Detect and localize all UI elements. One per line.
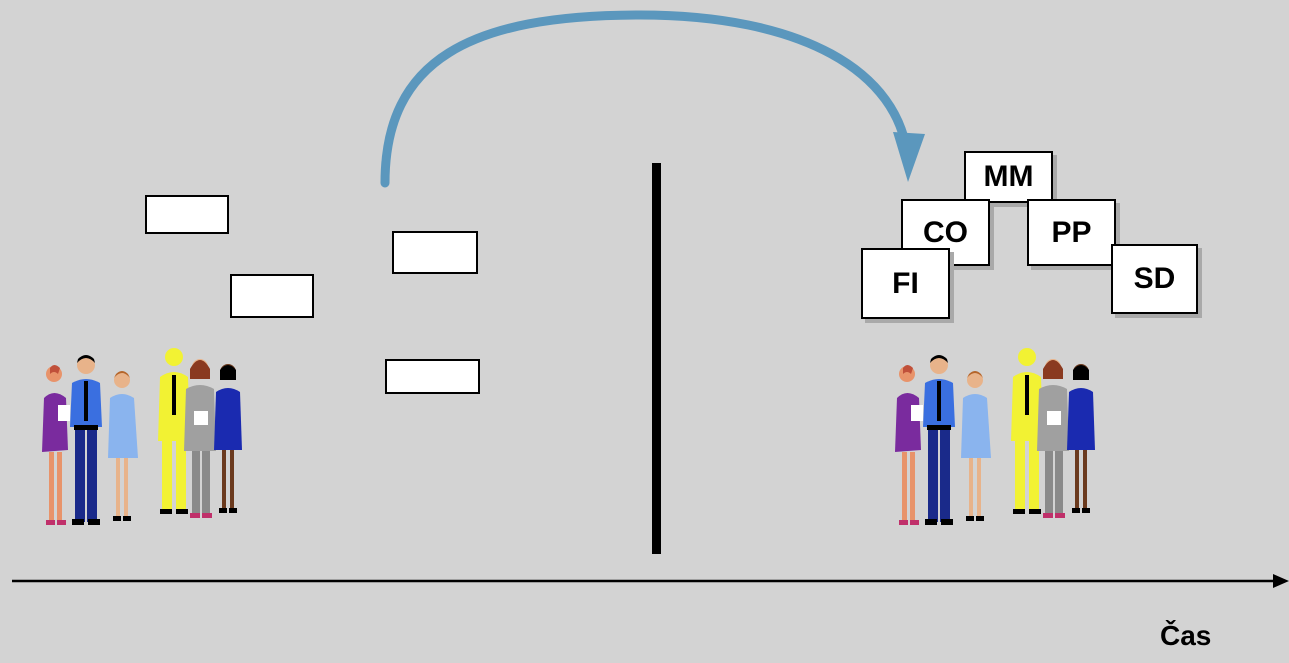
divider-line (652, 163, 661, 554)
transition-arrow-head (893, 132, 925, 182)
empty-box-4 (385, 359, 480, 394)
module-fi: FI (861, 248, 950, 319)
people-group-right (895, 348, 1095, 525)
module-sd: SD (1111, 244, 1198, 314)
empty-box-2 (230, 274, 314, 318)
time-axis-label: Čas (1160, 620, 1211, 652)
module-mm: MM (964, 151, 1053, 203)
empty-box-3 (392, 231, 478, 274)
time-axis-arrowhead (1273, 574, 1289, 588)
empty-box-1 (145, 195, 229, 234)
module-pp: PP (1027, 199, 1116, 266)
transition-arrow (385, 15, 908, 183)
people-group-left (42, 348, 242, 525)
